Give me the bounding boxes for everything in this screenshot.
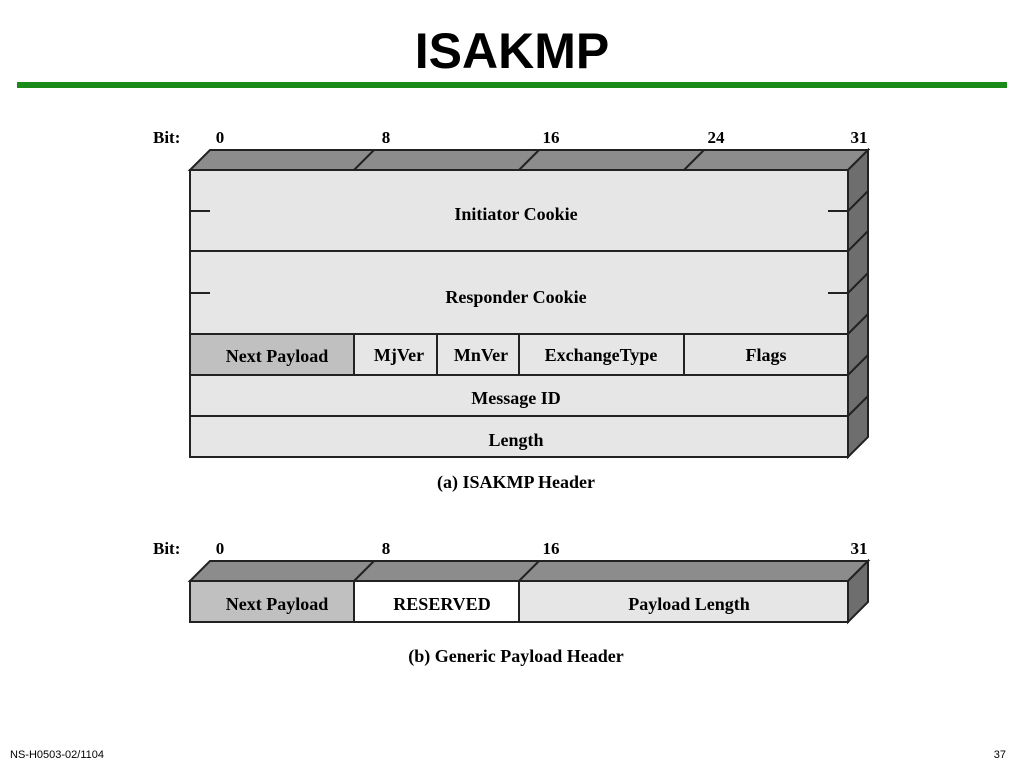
label-responder-cookie: Responder Cookie bbox=[445, 287, 586, 307]
label-exchange-type: ExchangeType bbox=[545, 345, 658, 365]
field-next-payload-a bbox=[189, 333, 355, 376]
label-message-id: Message ID bbox=[471, 388, 560, 408]
field-payload-length bbox=[518, 580, 849, 623]
top-divider-a-8 bbox=[353, 149, 375, 171]
isakmp-header-diagram: Bit: 0 8 16 24 31 Initiator Cookie Respo… bbox=[153, 128, 871, 493]
label-flags: Flags bbox=[745, 345, 786, 365]
side-edge-a-3 bbox=[847, 272, 869, 294]
field-reserved bbox=[353, 580, 520, 623]
caption-generic-payload-header: (b) Generic Payload Header bbox=[408, 646, 623, 667]
footer-doc-id: NS-H0503-02/1104 bbox=[10, 749, 104, 761]
bit-tick-a-24: 24 bbox=[708, 128, 726, 147]
bit-tick-b-8: 8 bbox=[382, 539, 391, 558]
bit-label-b: Bit: bbox=[153, 539, 180, 558]
bit-tick-a-8: 8 bbox=[382, 128, 391, 147]
label-length: Length bbox=[488, 430, 543, 450]
bit-tick-b-16: 16 bbox=[543, 539, 560, 558]
generic-payload-header-diagram: Bit: 0 8 16 31 Next Payload RESERVED Pay… bbox=[153, 539, 871, 667]
field-mn-ver bbox=[436, 333, 520, 376]
title-rule bbox=[17, 82, 1007, 88]
field-flags bbox=[683, 333, 849, 376]
caption-isakmp-header: (a) ISAKMP Header bbox=[437, 472, 595, 493]
label-mj-ver: MjVer bbox=[374, 345, 424, 365]
field-length bbox=[189, 415, 849, 458]
side-edge-a-5 bbox=[847, 354, 869, 376]
side-edge-a-6 bbox=[847, 395, 869, 417]
top-divider-b-16 bbox=[518, 560, 540, 582]
slide-title: ISAKMP bbox=[414, 23, 610, 79]
side-edge-a-2 bbox=[847, 230, 869, 252]
bit-label-a: Bit: bbox=[153, 128, 180, 147]
label-next-payload-b: Next Payload bbox=[226, 594, 329, 614]
top-divider-a-16 bbox=[518, 149, 540, 171]
bit-tick-a-0: 0 bbox=[216, 128, 225, 147]
label-next-payload-a: Next Payload bbox=[226, 346, 329, 366]
label-initiator-cookie: Initiator Cookie bbox=[454, 204, 577, 224]
label-mn-ver: MnVer bbox=[454, 345, 508, 365]
top-divider-a-24 bbox=[683, 149, 705, 171]
field-mj-ver bbox=[353, 333, 438, 376]
page-number: 37 bbox=[993, 749, 1006, 761]
top-divider-b-8 bbox=[353, 560, 375, 582]
label-reserved: RESERVED bbox=[393, 594, 490, 614]
side-edge-a-4 bbox=[847, 313, 869, 335]
bit-tick-a-16: 16 bbox=[543, 128, 560, 147]
bit-tick-b-0: 0 bbox=[216, 539, 225, 558]
bit-tick-b-31: 31 bbox=[851, 539, 868, 558]
bit-tick-a-31: 31 bbox=[851, 128, 868, 147]
label-payload-length: Payload Length bbox=[628, 594, 750, 614]
side-edge-a-1 bbox=[847, 190, 869, 212]
side-face-a bbox=[847, 147, 869, 460]
